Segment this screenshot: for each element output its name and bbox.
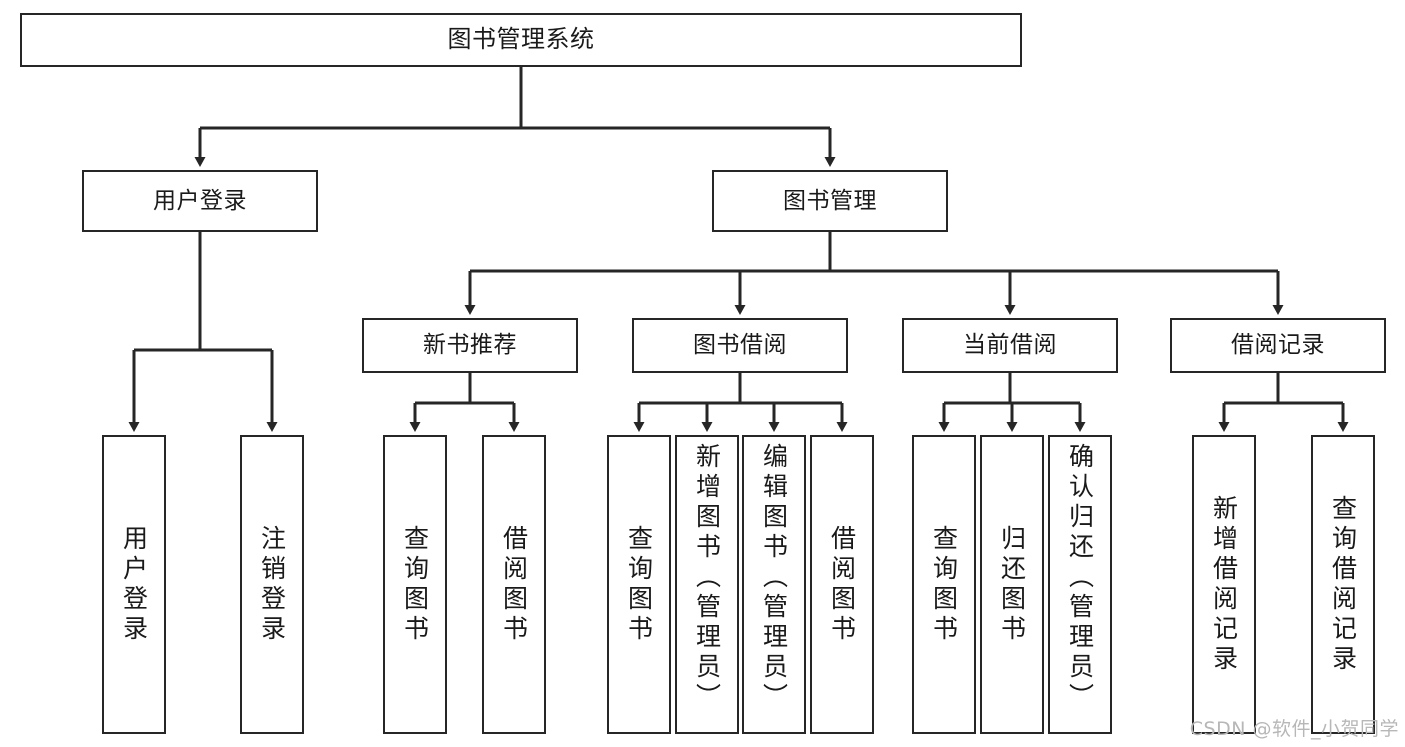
node-label: 借阅记录 [1231, 332, 1325, 359]
node-current-borrow[interactable]: 当前借阅 [902, 318, 1118, 373]
node-label: 当前借阅 [963, 332, 1057, 359]
node-root-system[interactable]: 图书管理系统 [20, 13, 1022, 67]
node-user-login[interactable]: 用户登录 [82, 170, 318, 232]
leaf-book-borrow-edit[interactable]: 编辑图书（管理员） [742, 435, 806, 734]
node-label: 归还图书 [997, 524, 1027, 645]
node-label: 查询图书 [624, 524, 654, 645]
leaf-book-borrow-add[interactable]: 新增图书（管理员） [675, 435, 739, 734]
leaf-user-login-login[interactable]: 用户登录 [102, 435, 166, 734]
node-label: 新增图书（管理员） [692, 443, 722, 713]
leaf-new-book-query[interactable]: 查询图书 [383, 435, 447, 734]
leaf-borrow-record-query[interactable]: 查询借阅记录 [1311, 435, 1375, 734]
csdn-watermark: CSDN @软件_小贺同学 [1189, 718, 1399, 740]
node-label: 借阅图书 [827, 524, 857, 645]
node-label: 确认归还（管理员） [1065, 443, 1095, 713]
node-label: 编辑图书（管理员） [759, 443, 789, 713]
node-label: 新增借阅记录 [1209, 494, 1239, 675]
node-book-management[interactable]: 图书管理 [712, 170, 948, 232]
leaf-book-borrow-query[interactable]: 查询图书 [607, 435, 671, 734]
node-label: 用户登录 [153, 187, 247, 214]
leaf-user-login-logout[interactable]: 注销登录 [240, 435, 304, 734]
leaf-current-borrow-query[interactable]: 查询图书 [912, 435, 976, 734]
leaf-book-borrow-borrow[interactable]: 借阅图书 [810, 435, 874, 734]
node-new-book-recommend[interactable]: 新书推荐 [362, 318, 578, 373]
node-label: 新书推荐 [423, 332, 517, 359]
node-label: 查询图书 [400, 524, 430, 645]
node-label: 图书借阅 [693, 332, 787, 359]
node-label: 查询图书 [929, 524, 959, 645]
node-label: 用户登录 [119, 524, 149, 645]
leaf-current-borrow-return[interactable]: 归还图书 [980, 435, 1044, 734]
node-label: 图书管理系统 [447, 25, 595, 54]
node-book-borrow[interactable]: 图书借阅 [632, 318, 848, 373]
node-label: 图书管理 [783, 187, 877, 214]
node-label: 注销登录 [257, 524, 287, 645]
leaf-current-borrow-confirm-return[interactable]: 确认归还（管理员） [1048, 435, 1112, 734]
node-borrow-record[interactable]: 借阅记录 [1170, 318, 1386, 373]
leaf-borrow-record-add[interactable]: 新增借阅记录 [1192, 435, 1256, 734]
node-label: 查询借阅记录 [1328, 494, 1358, 675]
node-label: 借阅图书 [499, 524, 529, 645]
leaf-new-book-borrow[interactable]: 借阅图书 [482, 435, 546, 734]
